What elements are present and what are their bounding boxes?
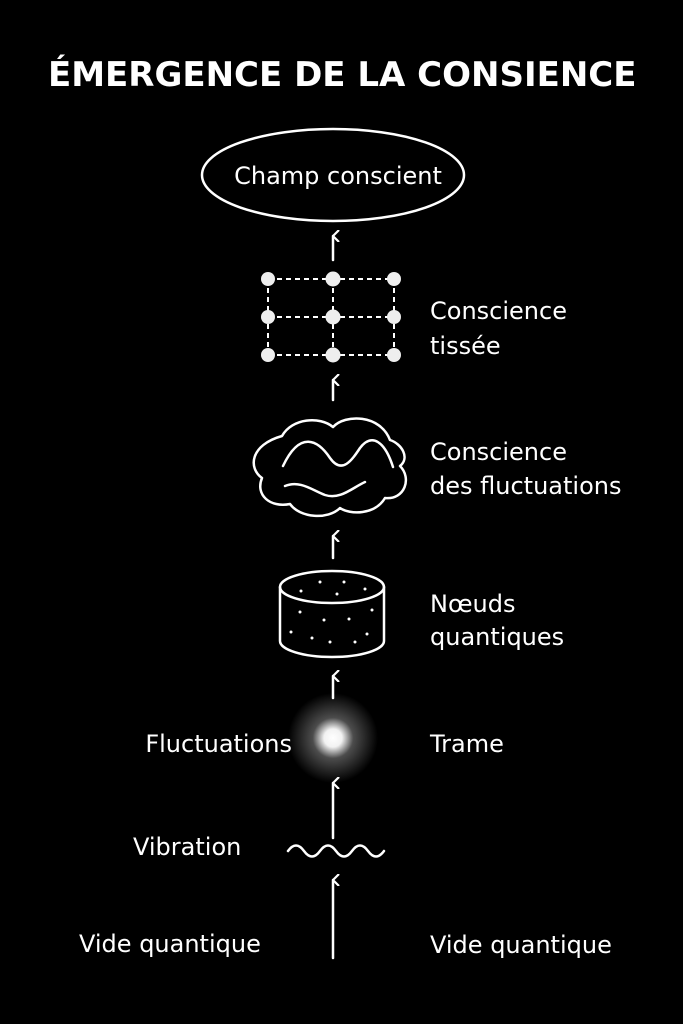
woven-grid-icon xyxy=(261,271,401,363)
fluctuations-label: Fluctuations xyxy=(145,730,292,758)
fluct-consc-label-line1: Conscience xyxy=(430,438,567,466)
fluct-consc-label-line2: des fluctuations xyxy=(430,472,621,500)
node-champ-conscient: Champ conscient xyxy=(200,127,466,223)
void-left-label: Vide quantique xyxy=(79,930,261,958)
quantum-nodes-label-line1: Nœuds xyxy=(430,590,515,618)
cylinder-icon xyxy=(278,569,386,659)
cloud-icon xyxy=(252,417,408,517)
trame-label: Trame xyxy=(429,730,504,758)
champ-conscient-label: Champ conscient xyxy=(234,162,442,190)
diagram-title: ÉMERGENCE DE LA CONSIENCE xyxy=(48,54,636,95)
void-right-label: Vide quantique xyxy=(430,931,612,959)
quantum-nodes-label-line2: quantiques xyxy=(430,623,564,651)
vibration-label: Vibration xyxy=(133,833,241,861)
woven-label-line1: Conscience xyxy=(430,297,567,325)
glow-point-icon xyxy=(288,693,378,783)
wave-icon xyxy=(286,844,386,858)
woven-label-line2: tissée xyxy=(430,332,501,360)
ellipse-shape xyxy=(200,127,466,223)
